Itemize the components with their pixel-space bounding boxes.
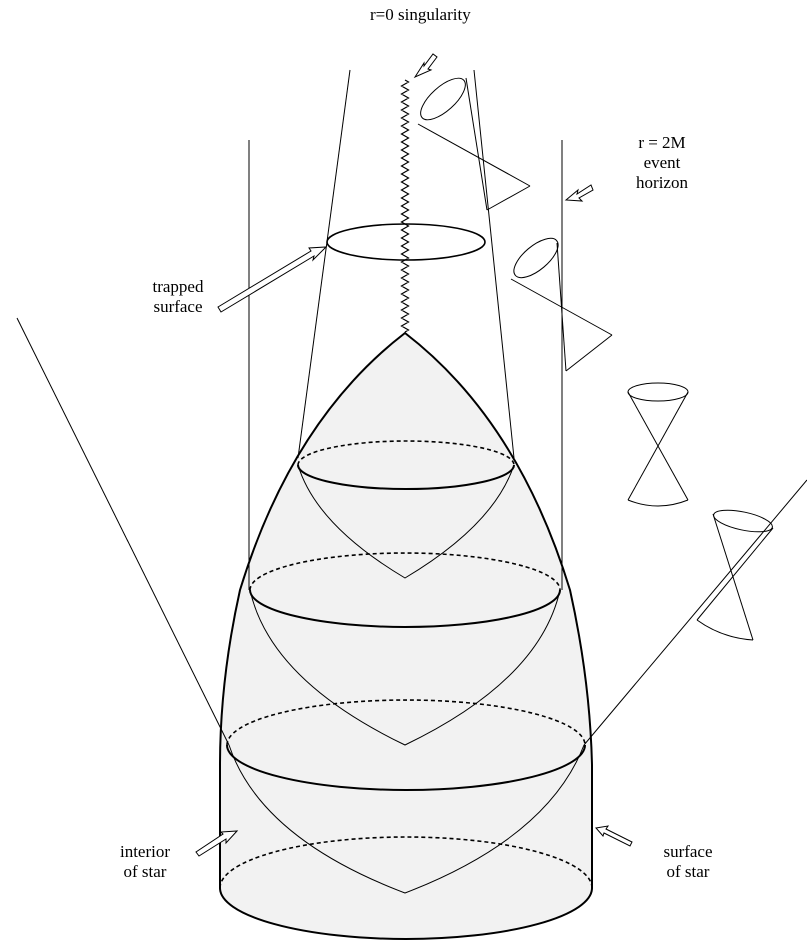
- star-body: [219, 331, 593, 940]
- slice-1-back: [297, 440, 515, 466]
- slice-1-front: [297, 464, 515, 490]
- trapped-surface-arrow: [217, 246, 328, 313]
- singularity-wavy-line: [400, 79, 410, 333]
- slice-3-front: [226, 744, 586, 791]
- tilted-light-cone-1: [417, 77, 531, 211]
- slice-3-back: [226, 699, 586, 746]
- trapped-surface-label: trapped surface: [124, 277, 232, 317]
- inner-light-cone-2: [249, 589, 561, 746]
- event-horizon-label-line2: event: [643, 153, 681, 172]
- surface-label-line2: of star: [666, 862, 710, 881]
- singularity-arrow: [413, 53, 438, 79]
- trapped-line-right: [473, 69, 515, 459]
- singularity-label-text: r=0 singularity: [370, 5, 471, 24]
- inner-light-cone-1: [297, 464, 515, 579]
- trapped-surface-label-line2: surface: [153, 297, 203, 316]
- inner-light-cone-3: [228, 744, 585, 894]
- trapped-surface-ellipse: [326, 223, 486, 261]
- tilted-light-cone-2: [510, 237, 613, 372]
- singularity-label: r=0 singularity: [370, 5, 471, 25]
- trapped-line-left: [297, 69, 351, 459]
- slice-2-front: [249, 589, 561, 628]
- interior-arrow: [195, 830, 239, 857]
- trapped-surface-label-line1: trapped: [152, 277, 204, 296]
- upright-light-cone: [627, 382, 689, 507]
- horizon-arrow: [564, 184, 594, 202]
- interior-label-line2: of star: [123, 862, 167, 881]
- event-horizon-label: r = 2M event horizon: [617, 133, 707, 193]
- tilted-light-cone-3: [696, 509, 774, 641]
- light-ray-right: [583, 479, 807, 746]
- surface-label-line1: surface: [663, 842, 713, 861]
- interior-label: interior of star: [100, 842, 190, 882]
- light-ray-left: [16, 317, 230, 746]
- interior-label-line1: interior: [119, 842, 171, 861]
- event-horizon-label-line1: r = 2M: [638, 133, 686, 152]
- event-horizon-label-line3: horizon: [636, 173, 688, 192]
- surface-label: surface of star: [643, 842, 733, 882]
- surface-arrow: [595, 825, 633, 847]
